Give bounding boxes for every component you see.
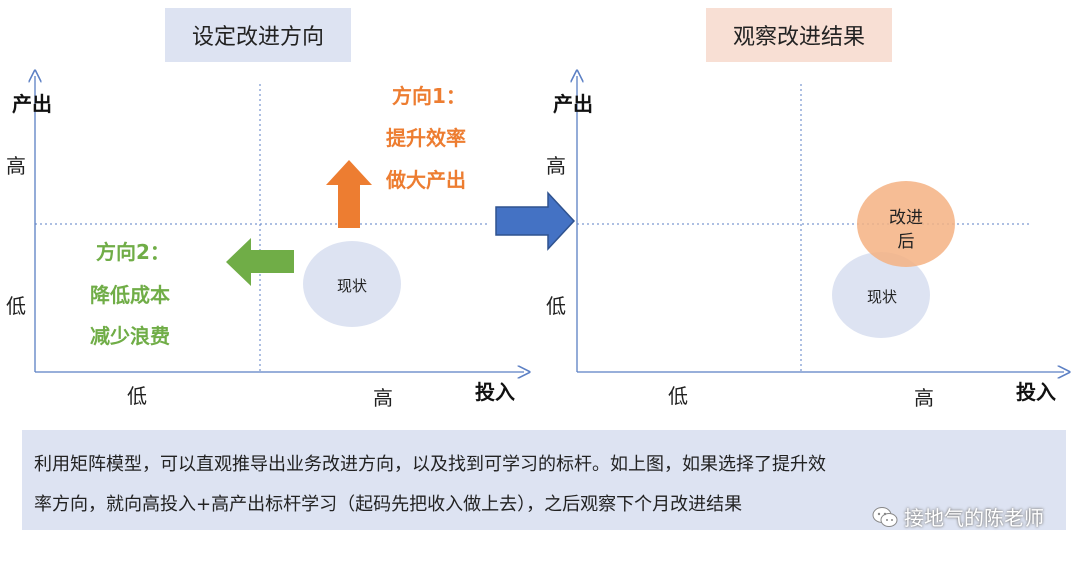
right-panel-title: 观察改进结果: [706, 8, 892, 62]
right-after-label-line1: 改进: [889, 208, 923, 228]
right-panel-title-text: 观察改进结果: [732, 25, 865, 50]
right-y-high-label: 高: [546, 154, 566, 178]
left-current-state-ellipse: [303, 241, 401, 327]
direction1-line2: 做大产出: [386, 168, 466, 192]
orange-up-arrow: [326, 160, 372, 228]
right-current-state-label: 现状: [866, 288, 897, 306]
right-y-axis-label: 产出: [553, 92, 593, 116]
right-y-low-label: 低: [546, 294, 566, 318]
right-after-improvement-ellipse: [857, 181, 955, 267]
left-panel-title-text: 设定改进方向: [191, 25, 324, 50]
direction2-title: 方向2：: [96, 240, 170, 264]
left-y-axis-label: 产出: [12, 92, 52, 116]
left-panel-title: 设定改进方向: [165, 8, 351, 62]
left-x-high-label: 高: [373, 386, 393, 410]
left-x-low-label: 低: [127, 384, 147, 408]
left-y-high-label: 高: [6, 154, 26, 178]
left-y-low-label: 低: [6, 294, 26, 318]
left-x-axis-label: 投入: [475, 380, 515, 404]
right-current-state-ellipse: [832, 252, 930, 338]
direction1-title: 方向1：: [392, 84, 466, 108]
direction2-line1: 降低成本: [90, 283, 170, 307]
left-current-state-label: 现状: [336, 277, 367, 295]
right-x-high-label: 高: [914, 386, 934, 410]
direction1-line1: 提升效率: [386, 126, 466, 150]
wechat-icon: [872, 506, 898, 527]
watermark: 接地气的陈老师: [872, 502, 1044, 531]
right-x-low-label: 低: [668, 384, 688, 408]
caption-line-2: 率方向，就向高投入+高产出标杆学习（起码先把收入做上去），之后观察下个月改进结果: [34, 494, 743, 515]
right-after-label-line2: 后: [897, 232, 915, 252]
caption-line-1: 利用矩阵模型，可以直观推导出业务改进方向，以及找到可学习的标杆。如上图，如果选择…: [34, 454, 826, 475]
direction2-line2: 减少浪费: [90, 324, 170, 348]
watermark-text: 接地气的陈老师: [904, 506, 1044, 530]
right-x-axis-label: 投入: [1016, 380, 1056, 404]
green-left-arrow: [226, 238, 294, 286]
blue-right-arrow: [495, 191, 576, 251]
